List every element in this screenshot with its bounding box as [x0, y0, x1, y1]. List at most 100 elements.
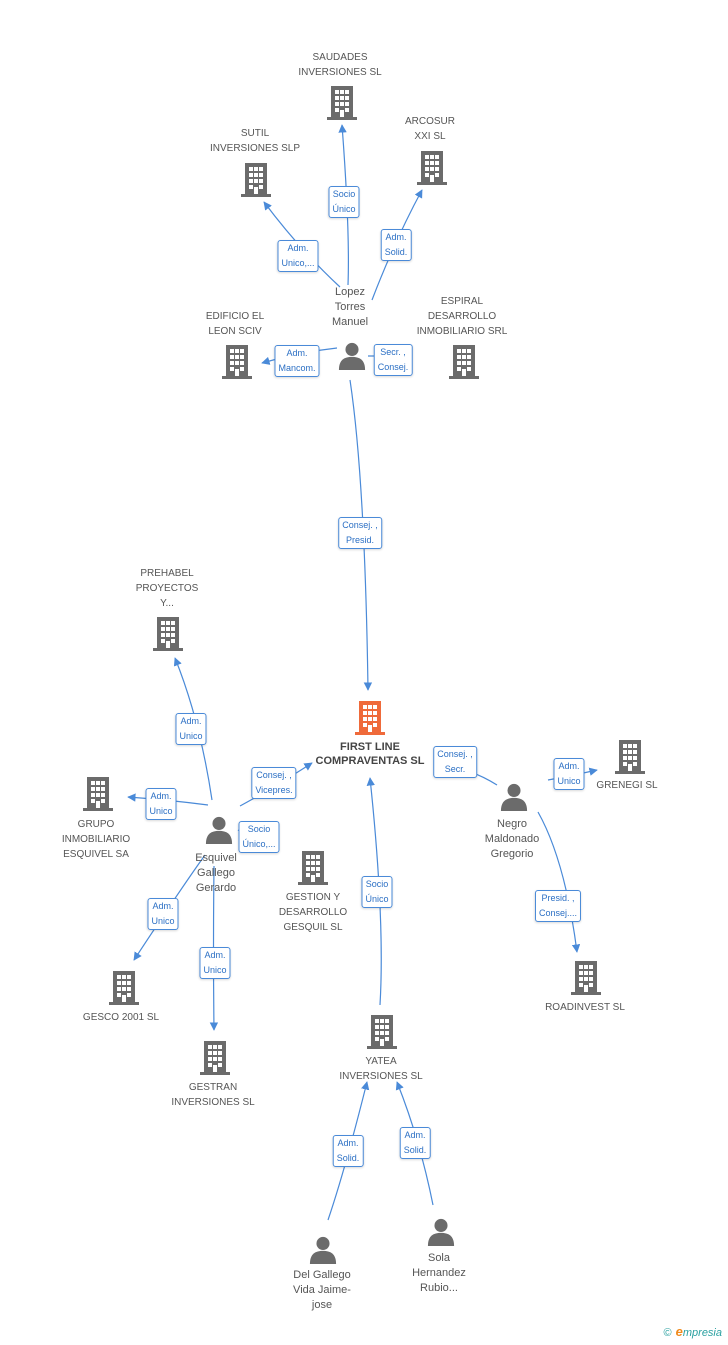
node-label-line: INVERSIONES SL — [339, 1071, 423, 1082]
relation-label-esquivel-main[interactable]: Consej. , Vicepres. — [251, 767, 297, 799]
node-label-yatea[interactable]: YATEA INVERSIONES SL — [339, 1054, 422, 1084]
relation-label-lopez-espiral[interactable]: Secr. ,Consej. — [373, 344, 413, 376]
node-label-line: Esquivel — [195, 852, 237, 864]
relation-label-negro-grenegi[interactable]: Adm.Unico — [553, 758, 585, 790]
relation-label-line: Adm. — [204, 950, 226, 960]
relation-label-line: Consej. — [377, 362, 409, 372]
relation-label-line: Único — [365, 894, 389, 904]
node-label-line: EDIFICIO EL — [205, 311, 265, 322]
node-label-grenegi[interactable]: GRENEGI SL — [596, 778, 657, 793]
relation-label-esquivel-gesco[interactable]: Adm.Unico — [147, 898, 179, 930]
relation-label-line: Consej. , — [256, 770, 292, 780]
relation-label-line: Mancom. — [278, 363, 316, 373]
relation-label-sola-yatea[interactable]: Adm.Solid. — [399, 1127, 431, 1159]
relation-label-delgallego-yatea[interactable]: Adm.Solid. — [332, 1135, 364, 1167]
person-icon-negro[interactable] — [500, 783, 528, 811]
relation-label-esquivel-grupo[interactable]: Adm. Unico — [145, 788, 177, 820]
building-icon-espiral[interactable] — [449, 345, 479, 379]
relation-label-line: Consej. , — [342, 520, 378, 530]
building-icon-main[interactable] — [355, 701, 385, 735]
relation-label-line: Unico — [179, 731, 203, 741]
relation-label-line: Unico,... — [281, 258, 315, 268]
building-icon-grenegi[interactable] — [615, 740, 645, 774]
node-label-line: FIRST LINE — [340, 741, 400, 753]
node-label-line: LEON SCIV — [208, 326, 262, 337]
relation-label-lopez-sutil[interactable]: Adm. Unico,... — [277, 240, 319, 272]
node-label-saudades[interactable]: SAUDADES INVERSIONES SL — [298, 50, 381, 80]
relation-label-line: Presid. — [345, 535, 374, 545]
edge-negro-to-roadinvest — [537, 811, 581, 953]
building-icon-gestran[interactable] — [200, 1041, 230, 1075]
building-icon-gesco[interactable] — [109, 971, 139, 1005]
node-label-line: ESQUIVEL SA — [63, 849, 129, 860]
relation-label-line: Unico — [151, 916, 175, 926]
node-label-line: Hernandez — [412, 1267, 466, 1279]
relation-label-lopez-arcosur[interactable]: Adm.Solid. — [380, 229, 412, 261]
building-icon-arcosur[interactable] — [417, 151, 447, 185]
relation-label-negro-roadinvest[interactable]: Presid. ,Consej.... — [534, 890, 582, 922]
person-icon-sola[interactable] — [427, 1218, 455, 1246]
relation-label-line: Socio — [247, 824, 271, 834]
node-label-line: Del Gallego — [293, 1269, 351, 1281]
node-label-line: ROADINVEST SL — [545, 1002, 625, 1013]
relation-label-lopez-main[interactable]: Consej. , Presid. — [338, 517, 382, 549]
node-label-line: Sola — [427, 1252, 451, 1264]
node-label-gesco[interactable]: GESCO 2001 SL — [83, 1010, 159, 1025]
relation-label-line: Unico — [149, 806, 173, 816]
building-icon-sutil[interactable] — [241, 163, 271, 197]
node-label-roadinvest[interactable]: ROADINVEST SL — [545, 1000, 625, 1015]
node-label-line: SAUDADES — [312, 52, 368, 63]
relation-label-lopez-edificio[interactable]: Adm.Mancom. — [274, 345, 320, 377]
building-icon-saudades[interactable] — [327, 86, 357, 120]
relation-label-esquivel-prehabel[interactable]: Adm.Unico — [175, 713, 207, 745]
edge-lopez-to-main — [349, 379, 373, 691]
empresia-footer[interactable]: ©empresia — [664, 1324, 722, 1339]
empresia-logo-e: e — [675, 1324, 683, 1339]
node-label-edificio[interactable]: EDIFICIO EL LEON SCIV — [206, 309, 264, 339]
node-label-line: XXI SL — [414, 131, 446, 142]
building-icon-prehabel[interactable] — [153, 617, 183, 651]
node-label-line: Vida Jaime- — [293, 1284, 351, 1296]
node-label-line: ESPIRAL — [440, 296, 484, 307]
building-icon-grupo[interactable] — [83, 777, 113, 811]
relation-label-line: Adm. — [150, 791, 172, 801]
node-label-line: Manuel — [331, 316, 369, 328]
node-label-line: GESQUIL SL — [283, 922, 343, 933]
person-icon-delgallego[interactable] — [309, 1236, 337, 1264]
node-label-line: Maldonado — [484, 833, 540, 845]
node-label-line: Torres — [334, 301, 366, 313]
node-label-line: PROYECTOS — [135, 583, 199, 594]
building-icon-yatea[interactable] — [367, 1015, 397, 1049]
relation-label-line: Consej. , — [437, 749, 473, 759]
node-label-line: INVERSIONES SL — [298, 67, 382, 78]
node-label-line: YATEA — [365, 1056, 397, 1067]
node-label-line: SUTIL — [240, 128, 270, 139]
relation-label-line: Consej.... — [538, 908, 578, 918]
building-icon-edificio[interactable] — [222, 345, 252, 379]
relation-label-negro-main[interactable]: Consej. ,Secr. — [433, 746, 477, 778]
person-icon-lopez[interactable] — [338, 342, 366, 370]
building-icon-gestion[interactable] — [298, 851, 328, 885]
relation-label-line: Vicepres. — [255, 785, 293, 795]
relation-label-esquivel-gestran[interactable]: Adm.Unico — [199, 947, 231, 979]
relation-label-line: Único — [332, 204, 356, 214]
relation-label-line: Adm. — [287, 243, 309, 253]
person-icon-esquivel[interactable] — [205, 816, 233, 844]
building-icon-roadinvest[interactable] — [571, 961, 601, 995]
